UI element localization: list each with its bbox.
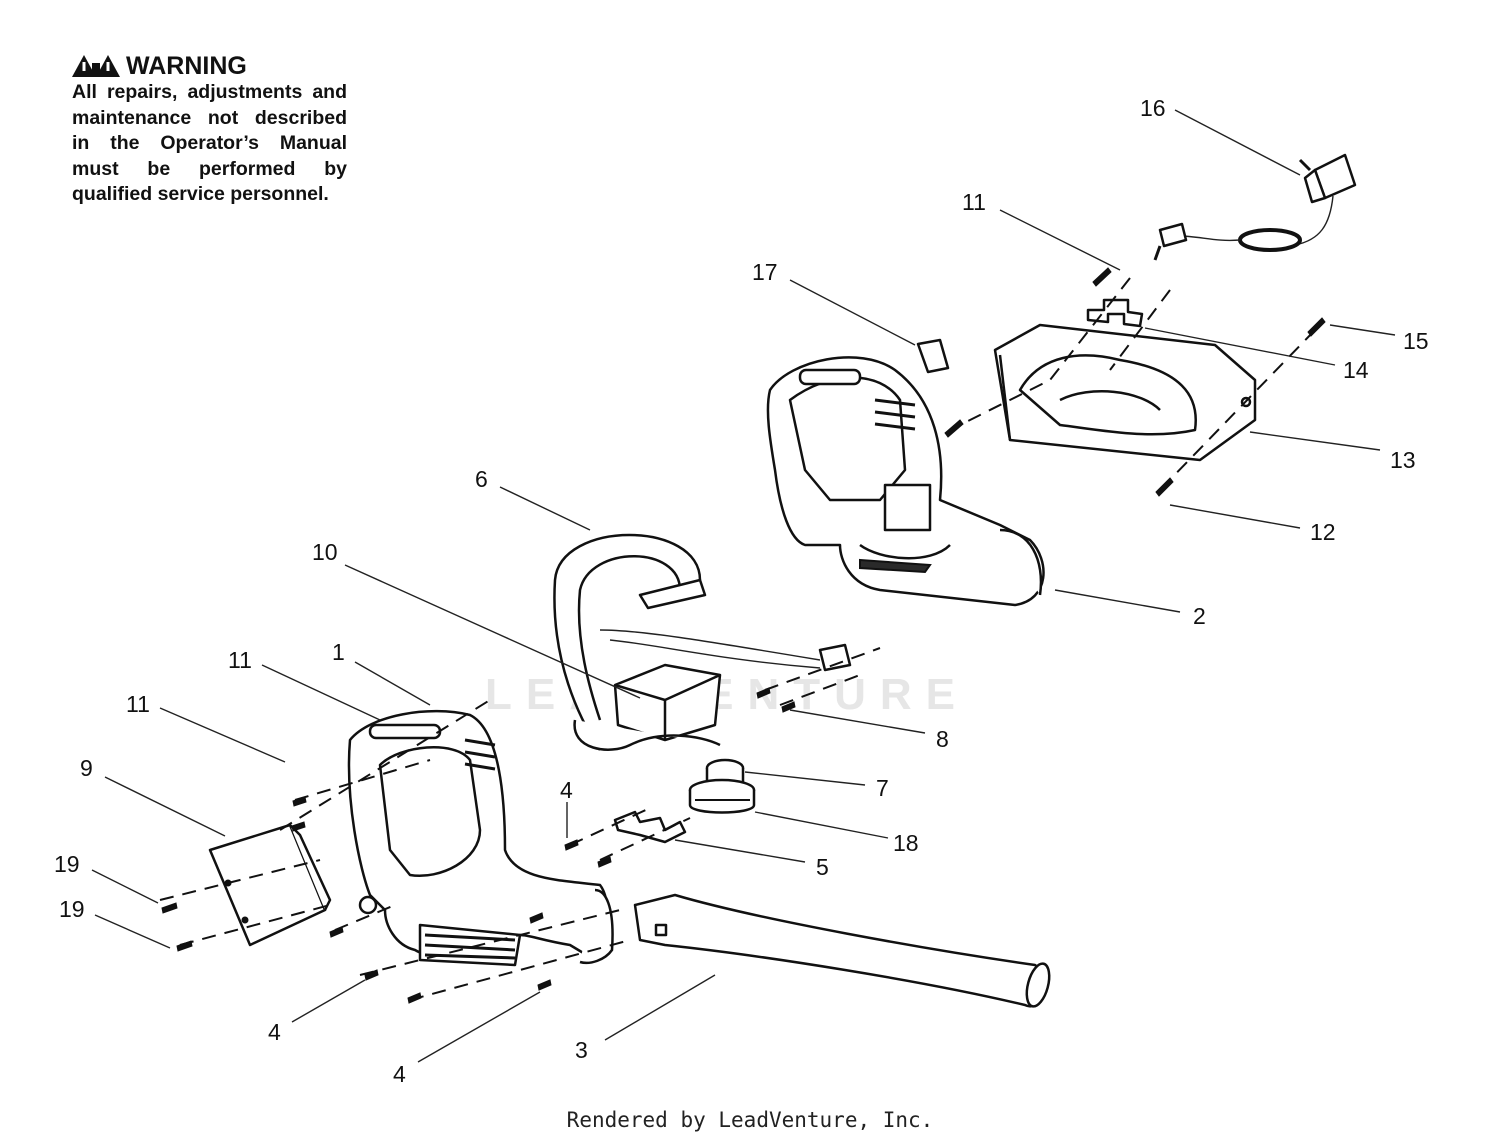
part-5-bracket xyxy=(613,810,687,844)
assembly-lines xyxy=(159,277,1316,1001)
part-3-blower-tube xyxy=(633,893,1051,1008)
callout-1: 1 xyxy=(332,639,345,665)
part-9-access-door xyxy=(208,823,332,947)
callout-11: 11 xyxy=(962,189,986,215)
part-10-battery xyxy=(573,663,722,751)
part-14-clamp xyxy=(1086,298,1144,328)
callout-2: 2 xyxy=(1193,603,1206,629)
callout-16: 16 xyxy=(1140,95,1166,121)
callout-4: 4 xyxy=(393,1061,406,1087)
callout-6: 6 xyxy=(475,466,488,492)
warning-notice: WARNING All repairs, adjustments and mai… xyxy=(72,52,352,208)
callout-11: 11 xyxy=(228,647,252,673)
part-16-charger xyxy=(1153,153,1357,261)
part-6-wire-harness xyxy=(553,533,852,751)
warning-triangle-icon xyxy=(72,55,120,77)
warning-title: WARNING xyxy=(126,52,247,80)
callout-12: 12 xyxy=(1310,519,1336,545)
part-13-housing-cover xyxy=(993,323,1257,462)
warning-text: All repairs, adjustments and maintenance… xyxy=(72,81,347,205)
callout-8: 8 xyxy=(936,726,949,752)
part-17-switch xyxy=(916,338,950,374)
callout-3: 3 xyxy=(575,1037,588,1063)
callout-4: 4 xyxy=(268,1019,281,1045)
callout-5: 5 xyxy=(816,854,829,880)
callout-10: 10 xyxy=(312,539,338,565)
footer-credit: Rendered by LeadVenture, Inc. xyxy=(566,1108,934,1132)
part-2-right-housing xyxy=(766,356,1045,607)
callout-9: 9 xyxy=(80,755,93,781)
callout-11: 11 xyxy=(126,691,150,717)
callout-18: 18 xyxy=(893,830,919,856)
callout-labels: 16 11 17 15 14 13 12 6 10 2 1 11 11 8 9 … xyxy=(54,95,1429,1087)
callout-4: 4 xyxy=(560,777,573,803)
callout-15: 15 xyxy=(1403,328,1429,354)
callout-13: 13 xyxy=(1390,447,1416,473)
callout-19: 19 xyxy=(54,851,80,877)
part-18-fan xyxy=(688,778,756,814)
screws xyxy=(161,267,1326,1004)
leader-lines xyxy=(91,109,1396,1063)
callout-19: 19 xyxy=(59,896,85,922)
part-1-left-housing xyxy=(347,709,614,967)
callout-14: 14 xyxy=(1343,357,1369,383)
callout-17: 17 xyxy=(752,259,778,285)
warning-heading: WARNING xyxy=(72,52,352,80)
callout-7: 7 xyxy=(876,775,889,801)
